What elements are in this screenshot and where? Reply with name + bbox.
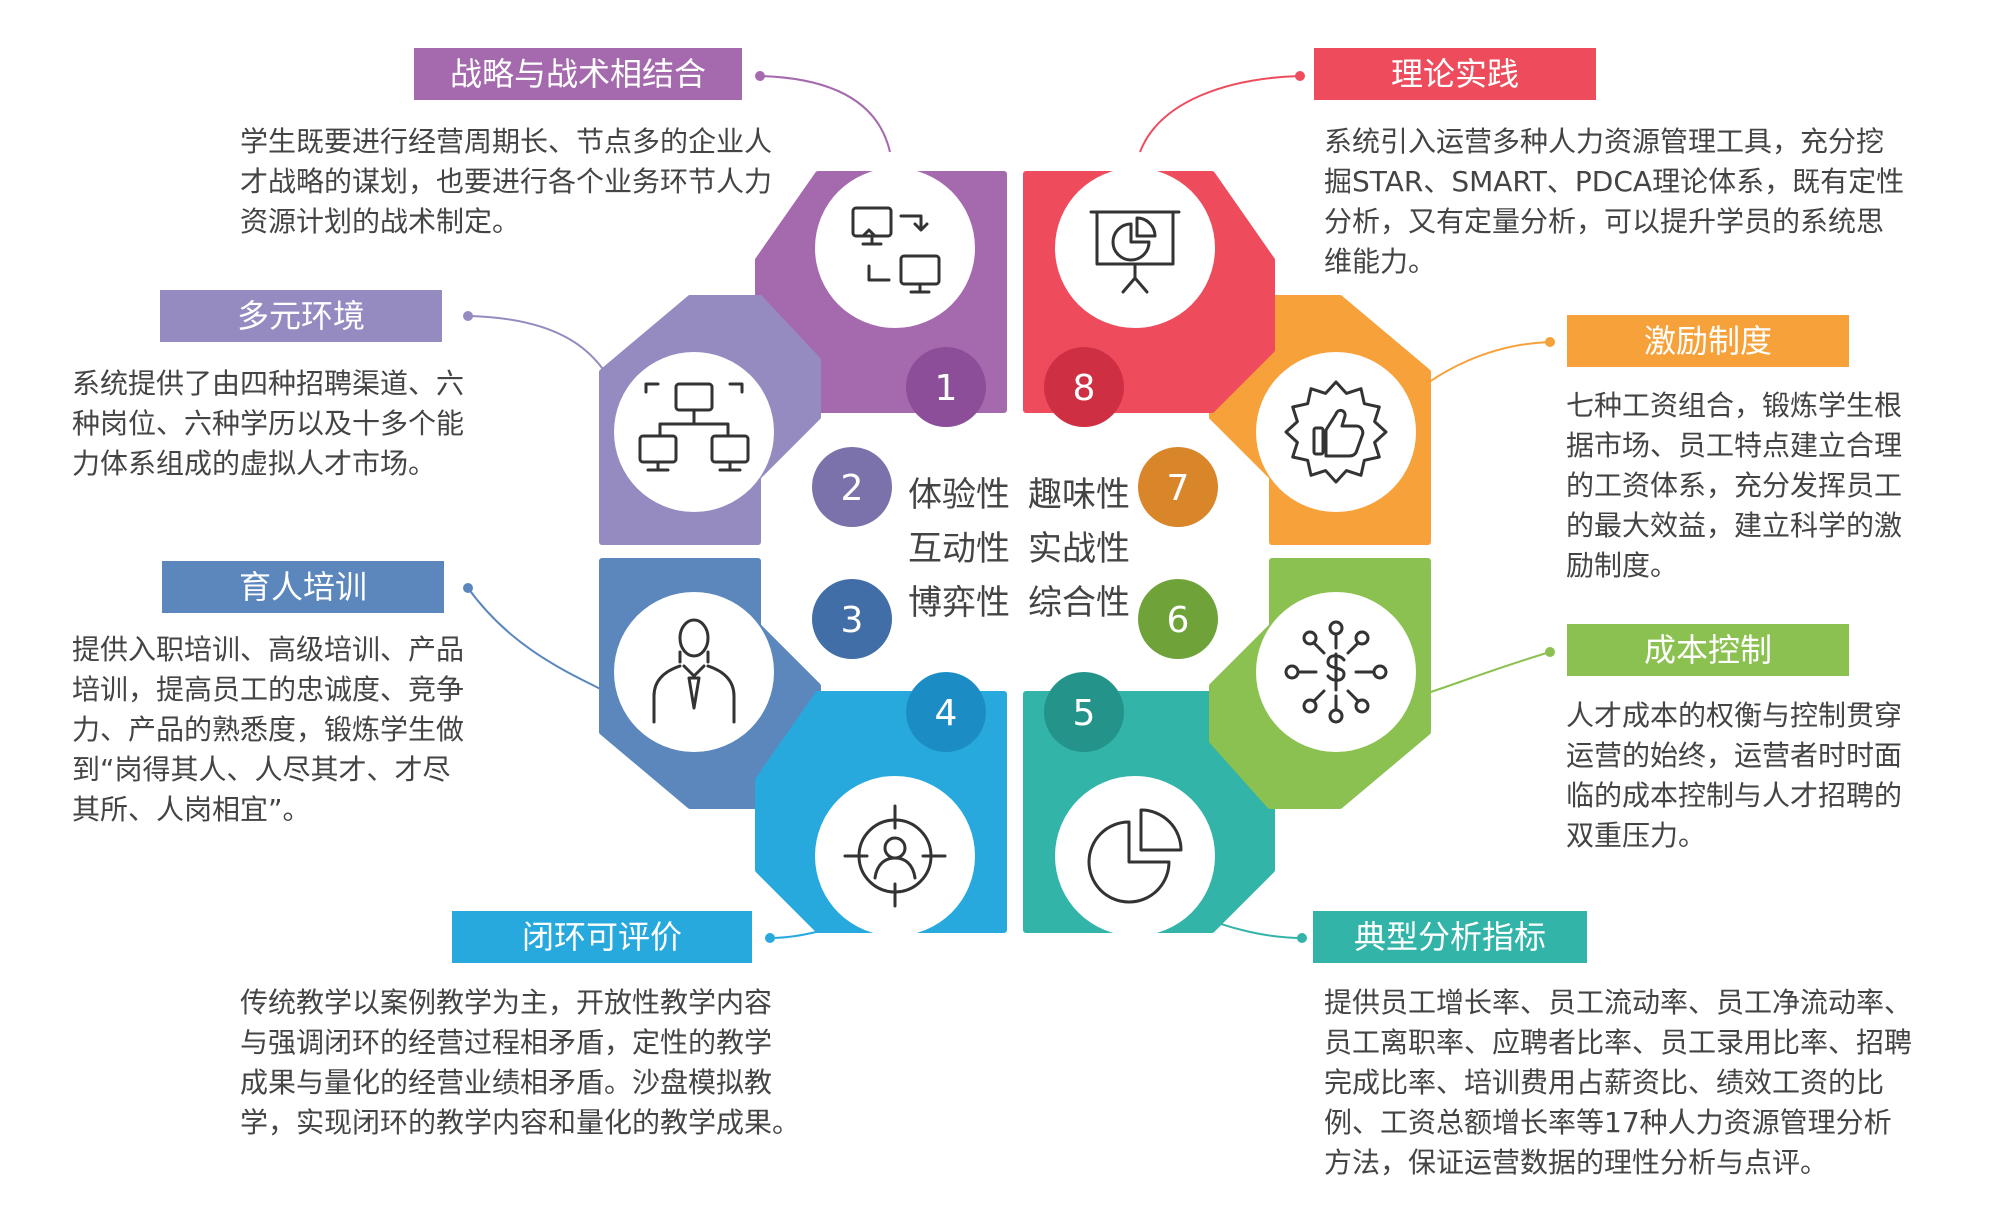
- petal-8-title: 理论实践: [1314, 48, 1596, 100]
- petal-6-connector-dot: [1545, 647, 1555, 657]
- petal-7-badge: [1138, 447, 1218, 527]
- petal-6-description: 人才成本的权衡与控制贯穿运营的始终，运营者时时面临的成本控制与人才招聘的双重压力…: [1566, 699, 1903, 852]
- petal-2-number: 2: [841, 468, 864, 509]
- petal-2-connector: [467, 315, 621, 401]
- petal-8-badge: [1044, 347, 1124, 427]
- petal-8-description: 系统引入运营多种人力资源管理工具，充分挖掘STAR、SMART、PDCA理论体系…: [1324, 125, 1905, 278]
- petal-7-icon-circle: [1256, 352, 1416, 512]
- petal-1-number: 1: [935, 368, 958, 409]
- petal-3-badge: [812, 579, 892, 659]
- thumbs-up-badge-icon: [1284, 380, 1388, 484]
- petal-2-description: 系统提供了由四种招聘渠道、六种岗位、六种学历以及十多个能力体系组成的虚拟人才市场…: [72, 367, 465, 480]
- petal-1-connector-dot: [755, 71, 765, 81]
- petal-1-connector: [759, 75, 891, 153]
- petal-3-description: 提供入职培训、高级培训、产品培训，提高员工的忠诚度、竞争力、产品的熟悉度，锻炼学…: [72, 633, 465, 826]
- target-user-icon: [843, 804, 947, 908]
- petal-3-connector-dot: [463, 583, 473, 593]
- petal-8-connector: [1139, 75, 1301, 153]
- petal-4-connector-dot: [765, 933, 775, 943]
- petal-2-badge: [812, 447, 892, 527]
- petal-7-description: 七种工资组合，锻炼学生根据市场、员工特点建立合理的工资体系，充分发挥员工的最大效…: [1566, 389, 1903, 582]
- petal-6-number: 6: [1167, 600, 1190, 641]
- petal-3-title: 育人培训: [162, 561, 444, 613]
- petal-7-number: 7: [1167, 468, 1190, 509]
- petal-2-connector-dot: [463, 311, 473, 321]
- petal-5-description: 提供员工增长率、员工流动率、员工净流动率、员工离职率、应聘者比率、员工录用比率、…: [1324, 986, 1913, 1179]
- cost-network-icon: [1284, 620, 1388, 724]
- petal-4-badge: [906, 672, 986, 752]
- petal-4-icon-circle: [815, 776, 975, 936]
- petal-2-icon-circle: [614, 352, 774, 512]
- presentation-board-icon: [1089, 210, 1181, 294]
- petal-1-icon-circle: [815, 168, 975, 328]
- petal-8-number: 8: [1073, 368, 1096, 409]
- petal-5-badge: [1044, 672, 1124, 752]
- monitor-exchange-icon: [851, 206, 941, 294]
- petal-5-icon-circle: [1055, 776, 1215, 936]
- businessman-icon: [652, 618, 736, 724]
- petal-2-title: 多元环境: [160, 290, 442, 342]
- petal-7-connector-dot: [1545, 337, 1555, 347]
- petal-3-number: 3: [841, 600, 864, 641]
- center-word-4: 实战性: [1028, 529, 1130, 569]
- petal-5-number: 5: [1073, 693, 1096, 734]
- center-word-5: 博弈性: [908, 583, 1010, 623]
- petal-7-title: 激励制度: [1567, 315, 1849, 367]
- petal-8-connector-dot: [1295, 71, 1305, 81]
- center-word-3: 互动性: [908, 529, 1010, 569]
- petal-1-title: 战略与战术相结合: [414, 48, 742, 100]
- petal-6-badge: [1138, 579, 1218, 659]
- network-icon: [638, 382, 750, 472]
- pie-chart-icon: [1087, 808, 1183, 904]
- petal-4-description: 传统教学以案例教学为主，开放性教学内容与强调闭环的经营过程相矛盾，定性的教学成果…: [240, 986, 801, 1139]
- petal-5-connector-dot: [1297, 933, 1307, 943]
- center-word-6: 综合性: [1028, 583, 1130, 623]
- petal-1-badge: [906, 347, 986, 427]
- petal-1-description: 学生既要进行经营周期长、节点多的企业人才战略的谋划，也要进行各个业务环节人力资源…: [240, 125, 773, 238]
- petal-3-icon-circle: [614, 592, 774, 752]
- petal-4-title: 闭环可评价: [452, 911, 752, 963]
- petal-3-connector: [467, 587, 621, 701]
- petal-8-icon-circle: [1055, 168, 1215, 328]
- petal-6-title: 成本控制: [1567, 624, 1849, 676]
- petal-5-title: 典型分析指标: [1313, 911, 1587, 963]
- center-word-2: 趣味性: [1028, 475, 1130, 515]
- petal-4-number: 4: [935, 693, 958, 734]
- center-word-1: 体验性: [908, 475, 1010, 515]
